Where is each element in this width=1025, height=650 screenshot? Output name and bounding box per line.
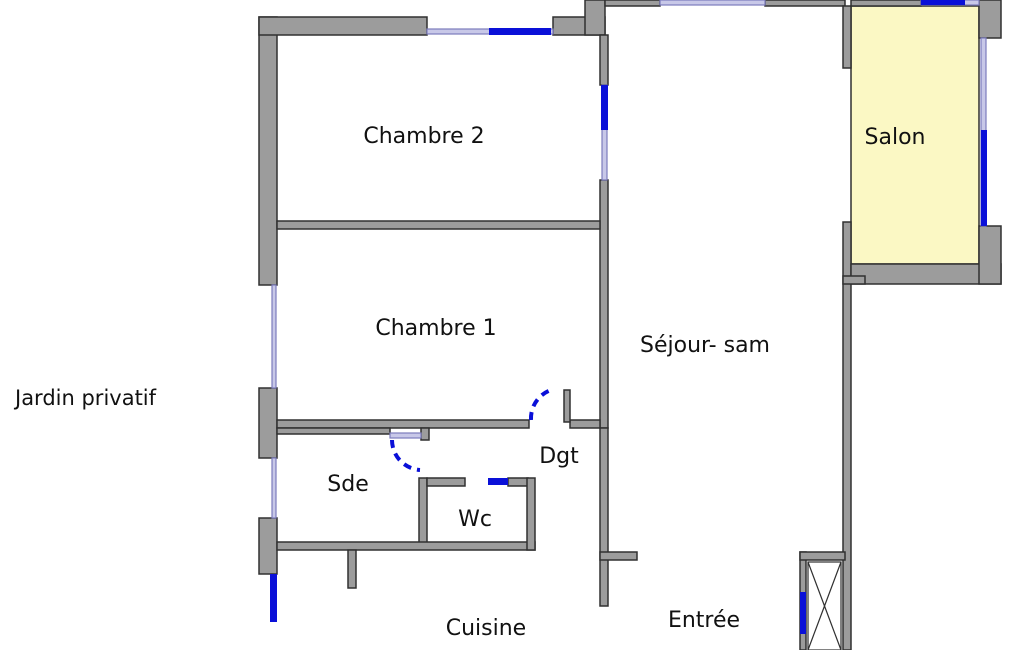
wall-dgt-jamb bbox=[563, 389, 571, 423]
wall-sejour-right bbox=[842, 221, 852, 650]
wall-entree-stub bbox=[599, 551, 638, 561]
wall-left-mid bbox=[258, 387, 278, 459]
wall-closet-top bbox=[799, 551, 846, 561]
window-divider bbox=[601, 85, 608, 130]
room-label-sejour-sam: Séjour- sam bbox=[640, 333, 770, 358]
door-swing-dgt bbox=[528, 388, 552, 421]
room-label-dgt: Dgt bbox=[539, 444, 579, 469]
wall-chambre1-bottom-right bbox=[569, 419, 601, 429]
door-swings bbox=[389, 388, 552, 472]
wall-chambre1-bottom-left bbox=[276, 419, 530, 429]
wall-sde-right bbox=[418, 477, 428, 545]
room-label-cuisine: Cuisine bbox=[446, 616, 526, 641]
window-chambre2-top bbox=[489, 28, 551, 35]
room-label-salon: Salon bbox=[865, 125, 926, 150]
room-label-wc: Wc bbox=[458, 507, 492, 532]
wall-wc-right bbox=[526, 477, 536, 551]
room-label-entree: Entrée bbox=[668, 608, 740, 633]
wall-divider-low bbox=[599, 427, 609, 607]
room-label-chambre-2: Chambre 2 bbox=[363, 124, 484, 149]
wall-salon-right-top bbox=[978, 0, 1002, 39]
wall-top-sejour-2 bbox=[764, 0, 846, 7]
wall-salon-top bbox=[850, 0, 922, 7]
wall-divider-mid bbox=[599, 179, 609, 429]
closet bbox=[807, 561, 842, 650]
salon-area bbox=[850, 5, 980, 265]
wall-top-chambre2 bbox=[258, 16, 428, 36]
wall-salon-right-low bbox=[978, 225, 1002, 285]
window-kitchen-left bbox=[270, 574, 277, 622]
wall-wc-top-left bbox=[426, 477, 466, 487]
door-swing-sde bbox=[389, 439, 421, 472]
wall-sejour-right-top bbox=[842, 5, 852, 69]
window-wc-top bbox=[488, 478, 508, 485]
wall-left-top bbox=[258, 16, 278, 286]
wall-left-low bbox=[258, 517, 278, 575]
window-salon-top bbox=[921, 0, 965, 5]
wall-chambre2-bottom bbox=[276, 220, 601, 230]
wall-sde-right-top bbox=[420, 427, 430, 441]
label-jardin-privatif: Jardin privatif bbox=[13, 386, 157, 410]
wall-top-sejour bbox=[604, 0, 661, 7]
room-label-chambre-1: Chambre 1 bbox=[375, 316, 496, 341]
wall-divider-upper bbox=[599, 34, 609, 86]
wall-kitchen-stub bbox=[347, 549, 357, 589]
wall-top-notch bbox=[584, 0, 606, 36]
window-closet bbox=[800, 592, 806, 634]
wall-sde-bottom bbox=[276, 541, 536, 551]
window-salon-right bbox=[981, 130, 987, 226]
wall-wc-top-right bbox=[507, 477, 529, 487]
wall-salon-bottom-2 bbox=[842, 275, 866, 285]
wall-sde-dgt bbox=[276, 427, 391, 435]
windows bbox=[270, 0, 987, 634]
room-label-sde: Sde bbox=[327, 472, 368, 497]
